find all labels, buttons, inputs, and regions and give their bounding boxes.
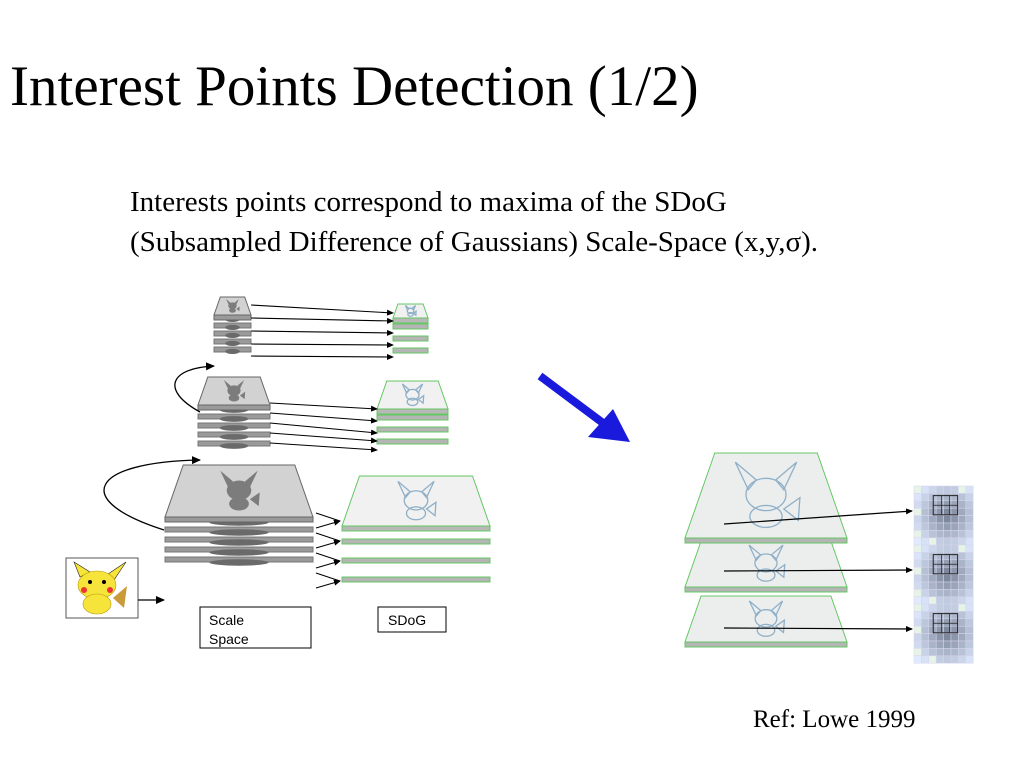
sdog-layer: [392, 335, 429, 342]
sdog-top-layer: [392, 304, 429, 324]
octave-link-curve-2: [174, 362, 215, 413]
difference-arrow: [315, 512, 340, 529]
scale-layer-blur: [219, 416, 249, 422]
pyramid-arrows: [250, 304, 394, 589]
sdog-detail-layer: [684, 453, 848, 543]
octave-link-curve-1: [103, 456, 201, 531]
difference-arrow: [250, 317, 394, 324]
scale-layer-blur: [209, 539, 269, 546]
scale-layer-blur: [225, 324, 240, 330]
scale-top-layer: [164, 464, 314, 523]
description-line-1: Interests points correspond to maxima of…: [130, 186, 727, 218]
difference-arrow: [269, 422, 378, 436]
input-pikachu-image: [65, 557, 139, 619]
scale-space-label: Scale Space: [199, 606, 312, 649]
neighbourhood-grid: [913, 603, 974, 664]
scale-layer-blur: [209, 559, 269, 566]
sdog-top-layer: [376, 381, 449, 415]
difference-arrow: [269, 432, 378, 444]
sdog-detail-layer: [684, 596, 848, 648]
sdog-layer: [341, 557, 491, 564]
scale-layer-blur: [209, 549, 269, 556]
scale-layer-blur: [219, 425, 249, 431]
sdog-pyramid: [341, 304, 491, 583]
difference-arrow: [315, 552, 340, 569]
sdog-layer: [341, 538, 491, 545]
scale-layer-blur: [219, 434, 249, 440]
reference: Ref: Lowe 1999: [753, 706, 916, 733]
sdog-neighbourhood-stack: [684, 453, 848, 648]
difference-arrow: [250, 353, 394, 360]
svg-text:SDoG: SDoG: [388, 612, 426, 628]
sdog-layer: [341, 576, 491, 583]
scale-layer-blur: [219, 443, 249, 449]
svg-text:Space: Space: [209, 631, 249, 647]
neighbourhood-arrow: [723, 567, 913, 574]
difference-arrow: [250, 329, 394, 336]
neighbourhood-arrow: [723, 625, 913, 632]
difference-arrow: [269, 412, 378, 424]
scale-layer-blur: [209, 529, 269, 536]
slide-title: Interest Points Detection (1/2): [10, 55, 699, 118]
neighbourhood-grid: [913, 544, 974, 605]
scale-layer-blur: [225, 348, 240, 354]
transition-arrow: [537, 372, 630, 442]
description-line-2: (Subsampled Difference of Gaussians) Sca…: [130, 226, 819, 258]
scale-layer-blur: [225, 332, 240, 338]
sdog-layer: [392, 323, 429, 330]
scale-space-pyramid: [164, 296, 314, 566]
difference-arrow: [250, 304, 394, 316]
slide-description: Interests points correspond to maxima of…: [130, 182, 818, 262]
neighbourhood-arrow: [723, 508, 913, 525]
scale-layer-blur: [225, 340, 240, 346]
difference-arrow: [315, 572, 340, 589]
neighbourhood-grid: [913, 485, 974, 546]
sdog-layer: [392, 347, 429, 354]
sdog-label: SDoG: [377, 606, 447, 633]
difference-arrow: [269, 442, 378, 453]
sdog-layer: [376, 426, 449, 433]
sdog-detail-layer: [684, 540, 848, 593]
neighbourhood-grids: [723, 485, 974, 664]
sdog-top-layer: [341, 476, 491, 532]
svg-text:Scale: Scale: [209, 612, 244, 628]
sdog-layer: [376, 438, 449, 445]
scale-top-layer: [197, 376, 271, 411]
scale-top-layer: [213, 296, 252, 321]
difference-arrow: [269, 402, 378, 412]
difference-arrow: [250, 341, 394, 348]
difference-arrow: [315, 532, 340, 549]
sdog-layer: [376, 414, 449, 421]
